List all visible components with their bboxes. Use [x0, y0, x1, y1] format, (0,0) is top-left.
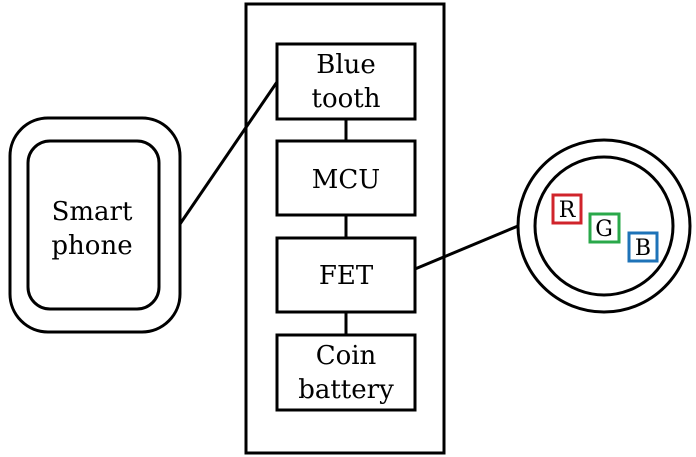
mcu-block: MCU: [275, 139, 417, 217]
coin-battery-label-line1: Coin: [316, 341, 377, 371]
smartphone-bluetooth-link: [178, 81, 279, 225]
coin-battery-box: [275, 333, 417, 412]
coin-battery-block: Coin battery: [275, 333, 417, 412]
smartphone-screen: [26, 139, 161, 311]
led-outer-ring: [516, 138, 692, 314]
led-g-box: [588, 212, 621, 244]
smartphone: Smart phone: [8, 116, 182, 334]
led-g-label: G: [595, 217, 613, 242]
led-r-box: [551, 193, 583, 225]
led-r-label: R: [559, 198, 577, 223]
bluetooth-box: [275, 42, 417, 121]
fet-led-link: [414, 224, 519, 271]
mcu-box: [275, 139, 417, 217]
mcu-label: MCU: [312, 165, 380, 195]
bluetooth-block: Blue tooth: [275, 42, 417, 121]
led-b-box: [627, 231, 659, 263]
fet-box: [275, 236, 417, 314]
smartphone-outer-frame: [8, 116, 182, 334]
fet-block: FET: [275, 236, 417, 314]
device-enclosure: [244, 2, 446, 455]
rgb-led: R G B: [516, 138, 692, 314]
bluetooth-label-line2: tooth: [312, 84, 381, 114]
coin-battery-label-line2: battery: [298, 375, 394, 405]
fet-label: FET: [319, 261, 374, 291]
smartphone-label-line2: phone: [51, 231, 132, 261]
bluetooth-label-line1: Blue: [316, 50, 376, 80]
smartphone-label-line1: Smart: [52, 197, 133, 227]
led-inner-ring: [533, 155, 675, 297]
led-b-label: B: [635, 236, 651, 261]
